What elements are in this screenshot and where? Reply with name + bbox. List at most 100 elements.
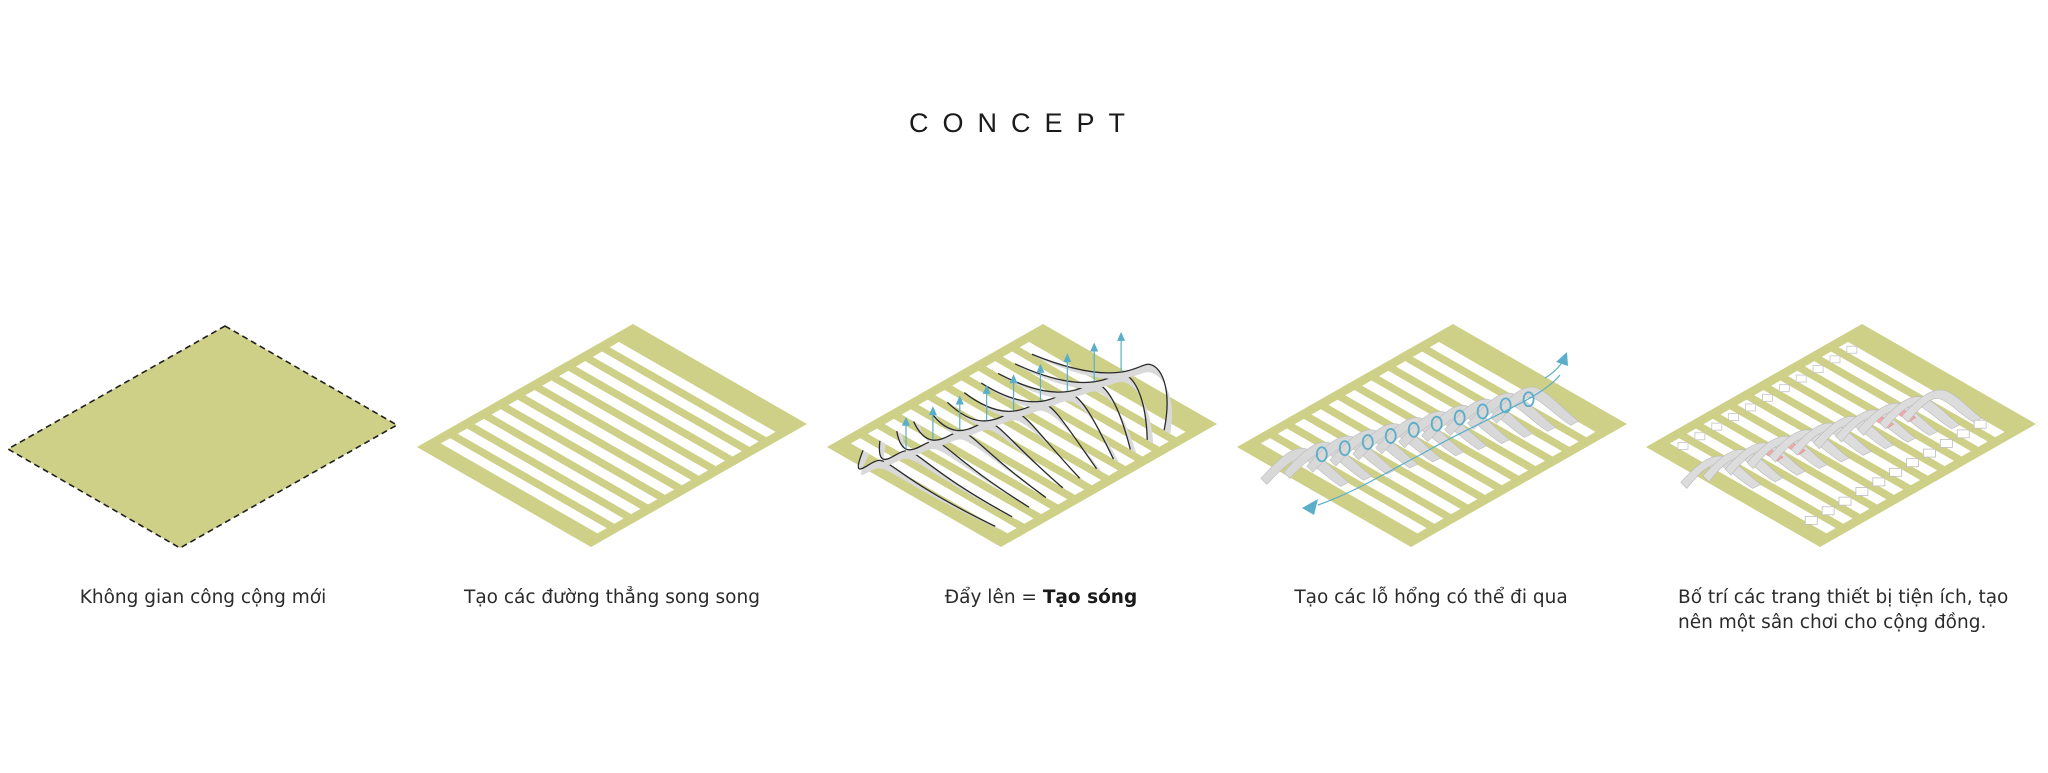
pass-through-holes-icon bbox=[1237, 324, 1627, 547]
wave-ribbon bbox=[1283, 441, 1373, 481]
wave-ribbon bbox=[1746, 435, 1828, 469]
stripe bbox=[542, 380, 709, 476]
hole-ring bbox=[1453, 409, 1466, 426]
hole-ring bbox=[1499, 397, 1512, 414]
up-arrow-head-icon bbox=[1063, 353, 1072, 363]
stripe bbox=[1429, 341, 1596, 438]
up-arrow-head-icon bbox=[1036, 363, 1045, 373]
wave-ribbon bbox=[930, 411, 1069, 492]
facility-block bbox=[1804, 515, 1818, 525]
facility-block bbox=[1677, 441, 1689, 450]
stripe bbox=[1362, 380, 1529, 476]
ground-plane bbox=[6, 325, 399, 549]
facility-block bbox=[1872, 477, 1886, 487]
wave-ribbon bbox=[1467, 392, 1557, 432]
facility-block bbox=[1812, 365, 1824, 373]
stripe bbox=[491, 409, 658, 505]
stripe bbox=[575, 361, 742, 457]
wave-ribbon bbox=[1724, 442, 1806, 476]
wave-ribbon bbox=[947, 402, 1086, 483]
facility-block bbox=[1973, 419, 1987, 429]
wave-ribbon bbox=[1352, 423, 1442, 463]
wave-ribbon bbox=[913, 421, 1052, 502]
wave-ribbon bbox=[1857, 402, 1939, 436]
hole-ring bbox=[1315, 446, 1328, 463]
stripe bbox=[457, 428, 624, 524]
step-3-caption: Đẩy lên = Tạo sóng bbox=[873, 585, 1209, 610]
up-arrow-head-icon bbox=[902, 416, 911, 426]
hole-ring bbox=[1407, 421, 1420, 438]
wave-ribbon bbox=[858, 450, 1002, 531]
step-4-caption: Tạo các lỗ hổng có thể đi qua bbox=[1294, 587, 1568, 608]
path-arrow-head-icon bbox=[1556, 352, 1568, 366]
up-arrow-head-icon bbox=[982, 384, 991, 394]
facility-block bbox=[1956, 429, 1970, 439]
wave-ribbon bbox=[1329, 429, 1419, 469]
facility-block bbox=[1939, 439, 1953, 448]
step-5-caption-line-1: Bố trí các trang thiết bị tiện ích, tạo bbox=[1678, 587, 2009, 608]
step-3-caption-prefix: Đẩy lên = bbox=[944, 587, 1043, 608]
stripe bbox=[525, 390, 692, 486]
hole-ring bbox=[1338, 440, 1351, 457]
wave-group bbox=[857, 353, 1173, 531]
wave-ribbon bbox=[1790, 422, 1872, 456]
push-up-waves-icon bbox=[827, 324, 1217, 547]
wave-ribbon bbox=[1835, 409, 1917, 443]
facility-block bbox=[1923, 448, 1936, 458]
facility-block bbox=[1906, 458, 1919, 468]
wave-ribbon bbox=[1490, 386, 1580, 426]
wave-ribbon bbox=[1768, 429, 1850, 463]
facility-block bbox=[1855, 487, 1869, 496]
facility-block bbox=[1778, 384, 1790, 393]
stripe bbox=[1328, 399, 1495, 495]
step-5-caption: Bố trí các trang thiết bị tiện ích, tạo … bbox=[1678, 585, 2038, 635]
wave-ribbon bbox=[1813, 416, 1895, 450]
wave-outline bbox=[857, 450, 996, 527]
wave-ribbon bbox=[1375, 417, 1465, 457]
wave-ribbon bbox=[1879, 396, 1961, 430]
step-2-caption: Tạo các đường thẳng song song bbox=[464, 587, 760, 608]
wave-ribbon bbox=[1260, 447, 1350, 487]
playground-facilities-icon bbox=[1646, 324, 2036, 547]
stripe bbox=[969, 370, 1135, 467]
up-arrow-head-icon bbox=[1090, 342, 1099, 352]
facility-block bbox=[1838, 496, 1852, 506]
wave-ribbon bbox=[1444, 398, 1534, 438]
wave-ribbon bbox=[1421, 405, 1511, 444]
facility-block bbox=[1821, 506, 1835, 516]
dashed-plain-ground-icon bbox=[6, 325, 399, 549]
stripe bbox=[985, 361, 1152, 457]
hole-ring bbox=[1361, 434, 1374, 450]
facility-block bbox=[1694, 432, 1706, 441]
step-3-caption-bold: Tạo sóng bbox=[1042, 587, 1138, 608]
parallel-stripes-icon bbox=[417, 324, 807, 547]
facility-block bbox=[1728, 413, 1740, 421]
wave-ribbon bbox=[1398, 411, 1488, 451]
hole-group bbox=[1315, 391, 1535, 463]
hole-ring bbox=[1384, 428, 1397, 444]
hole-ring bbox=[1476, 403, 1489, 420]
hole-ring bbox=[1430, 415, 1443, 432]
facility-block bbox=[1795, 374, 1807, 383]
facility-block bbox=[1846, 345, 1858, 354]
hole-ring bbox=[1522, 391, 1535, 408]
facility-block bbox=[1711, 422, 1723, 431]
stripe bbox=[508, 399, 675, 495]
stripe bbox=[559, 370, 725, 467]
wave-ribbon bbox=[1306, 435, 1396, 475]
stripe bbox=[609, 341, 776, 438]
wave-ribbon bbox=[1680, 455, 1762, 489]
stripe-group bbox=[440, 341, 776, 534]
stripe bbox=[935, 390, 1102, 486]
stripe bbox=[592, 351, 759, 447]
facility-block bbox=[1829, 355, 1841, 364]
up-arrow-head-icon bbox=[955, 395, 964, 405]
step-1-caption: Không gian công cộng mới bbox=[79, 587, 327, 608]
wave-ribbon bbox=[1702, 449, 1784, 483]
wave-group bbox=[1260, 386, 1580, 487]
facility-group bbox=[1677, 345, 1987, 525]
facility-block bbox=[1762, 393, 1773, 402]
wave-ribbon bbox=[1031, 354, 1173, 435]
path-arrow bbox=[1317, 374, 1561, 506]
